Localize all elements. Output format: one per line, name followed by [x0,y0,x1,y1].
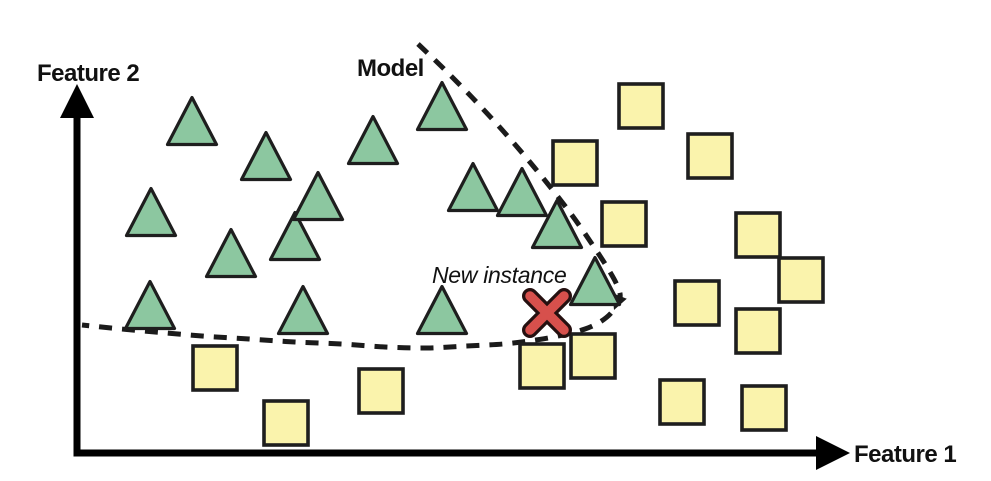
triangle-marker [346,114,400,166]
square-marker [569,332,617,380]
triangle-marker [568,255,622,307]
triangle-marker [276,284,330,336]
y-axis-label: Feature 2 [37,60,139,87]
axes-group [60,84,850,470]
triangle-marker [495,166,549,218]
y-axis-arrowhead [60,84,94,118]
triangle-marker [123,279,177,331]
triangle-marker [165,95,219,147]
square-marker [357,367,405,415]
triangle-marker [446,161,500,213]
triangle-marker [239,130,293,182]
square-marker [600,200,648,248]
triangle-marker [291,170,345,222]
model-boundary-curve [81,42,623,351]
square-marker [262,399,310,447]
square-marker [617,82,665,130]
triangle-marker [204,227,258,279]
square-marker [734,307,782,355]
x-axis-line [73,449,820,457]
square-marker [673,279,721,327]
triangle-marker [268,210,322,262]
square-marker [191,344,239,392]
triangle-marker [124,186,178,238]
triangle-marker [415,284,469,336]
square-marker [777,256,825,304]
x-marker [525,291,569,335]
x-axis-label: Feature 1 [854,441,956,468]
square-marker [518,342,566,390]
square-marker [686,132,734,180]
y-axis-line [73,114,81,457]
square-marker [740,384,788,432]
square-marker [551,139,599,187]
triangle-marker [415,80,469,132]
triangle-class-group [123,80,622,336]
labels-group: Feature 2 Feature 1 Model New instance [37,55,957,468]
new-instance-label: New instance [432,262,566,288]
triangle-marker [530,198,584,250]
square-marker [734,211,782,259]
new-instance-marker-group [522,288,572,338]
x-axis-arrowhead [816,436,850,470]
square-class-group [191,82,825,447]
model-label: Model [357,55,424,82]
square-marker [658,378,706,426]
